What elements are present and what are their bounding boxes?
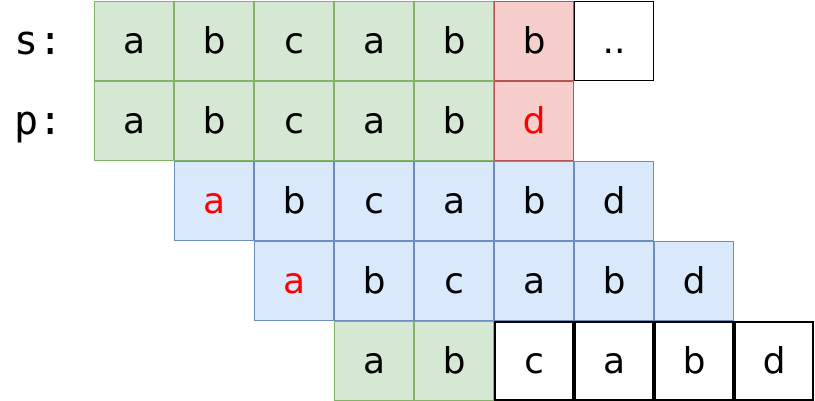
cell-shift-3-0: a: [334, 321, 414, 401]
cell-shift-2-4: b: [574, 241, 654, 321]
label-s: s:: [14, 18, 63, 64]
cell-p-0: a: [94, 81, 174, 161]
label-p: p:: [14, 98, 63, 144]
cell-shift-3-2: c: [494, 321, 574, 401]
cell-shift-1-5: d: [574, 161, 654, 241]
cell-s-6: ..: [574, 1, 654, 81]
cell-shift-1-0: a: [174, 161, 254, 241]
cell-s-1: b: [174, 1, 254, 81]
cell-s-3: a: [334, 1, 414, 81]
cell-shift-3-4: b: [654, 321, 734, 401]
cell-p-4: b: [414, 81, 494, 161]
cell-shift-2-5: d: [654, 241, 734, 321]
cell-p-1: b: [174, 81, 254, 161]
cell-p-2: c: [254, 81, 334, 161]
cell-shift-1-4: b: [494, 161, 574, 241]
cell-shift-2-1: b: [334, 241, 414, 321]
cell-shift-2-0: a: [254, 241, 334, 321]
cell-p-5: d: [494, 81, 574, 161]
cell-shift-2-3: a: [494, 241, 574, 321]
cell-s-2: c: [254, 1, 334, 81]
cell-shift-3-5: d: [734, 321, 814, 401]
cell-s-0: a: [94, 1, 174, 81]
cell-p-3: a: [334, 81, 414, 161]
cell-s-5: b: [494, 1, 574, 81]
cell-s-4: b: [414, 1, 494, 81]
cell-shift-1-2: c: [334, 161, 414, 241]
cell-shift-2-2: c: [414, 241, 494, 321]
cell-shift-3-1: b: [414, 321, 494, 401]
cell-shift-3-3: a: [574, 321, 654, 401]
cell-shift-1-1: b: [254, 161, 334, 241]
cell-shift-1-3: a: [414, 161, 494, 241]
